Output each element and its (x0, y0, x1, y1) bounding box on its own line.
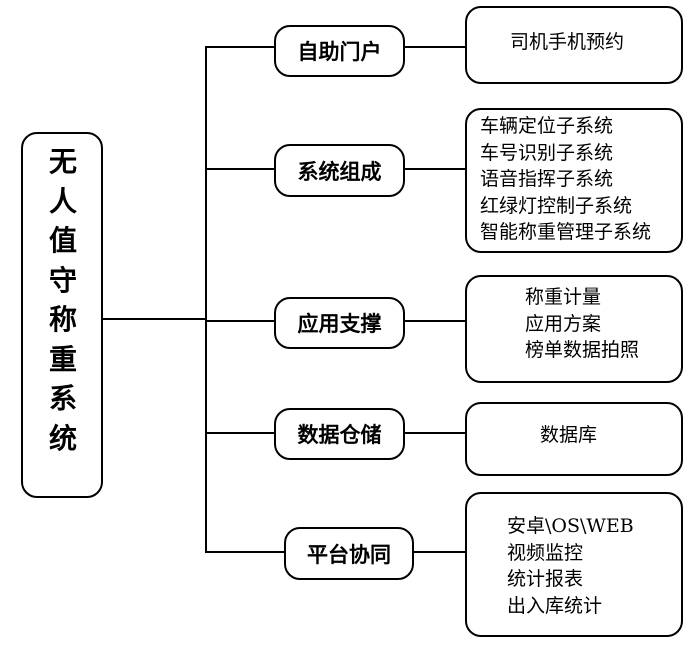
root-title-char: 系 (48, 382, 77, 415)
leaf-connector-3 (404, 320, 466, 322)
leaf-item: 数据库 (540, 424, 598, 446)
branch-label: 自助门户 (297, 39, 382, 64)
root-title-char: 守 (48, 263, 77, 297)
branch-label: 数据仓储 (297, 422, 382, 447)
branch-node-data-storage: 数据仓储 (274, 408, 405, 460)
leaf-item: 统计报表 (507, 568, 584, 590)
branch-node-self-service: 自助门户 (274, 25, 405, 77)
leaf-item: 车辆定位子系统 (480, 115, 614, 137)
leaf-item: 语音指挥子系统 (480, 168, 614, 190)
leaf-item: 安卓\OS\WEB (507, 515, 634, 537)
leaf-connector-1 (404, 46, 466, 48)
leaf-item: 智能称重管理子系统 (480, 221, 652, 243)
branch-connector-3 (205, 320, 275, 322)
branch-connector-5 (205, 551, 285, 553)
leaf-item: 车号识别子系统 (480, 141, 614, 164)
branch-node-platform-collaboration: 平台协同 (284, 527, 414, 580)
branch-connector-2 (205, 168, 275, 170)
leaf-item: 视频监控 (507, 541, 584, 564)
leaf-node-system-composition: 车辆定位子系统 车号识别子系统 语音指挥子系统 红绿灯控制子系统 智能称重管理子… (465, 108, 683, 253)
leaf-node-data-storage: 数据库 (465, 402, 683, 476)
leaf-node-platform-collaboration: 安卓\OS\WEB 视频监控 统计报表 出入库统计 (465, 492, 683, 637)
leaf-connector-2 (404, 168, 466, 170)
leaf-item: 出入库统计 (507, 594, 603, 617)
leaf-item: 应用方案 (525, 312, 602, 335)
leaf-item: 红绿灯控制子系统 (480, 194, 633, 217)
root-title-char: 称 (48, 303, 77, 336)
root-title-char: 无 (48, 145, 77, 178)
root-connector (101, 318, 206, 320)
leaf-node-self-service: 司机手机预约 (465, 6, 683, 84)
leaf-item: 司机手机预约 (510, 31, 625, 53)
leaf-item: 称重计量 (525, 286, 602, 308)
branch-node-system-composition: 系统组成 (274, 144, 405, 197)
branch-connector-1 (205, 46, 275, 48)
leaf-item: 榜单数据拍照 (525, 339, 640, 361)
branch-connector-4 (205, 432, 275, 434)
branch-label: 应用支撑 (297, 311, 382, 336)
root-title-char: 人 (48, 184, 77, 218)
trunk-line (205, 46, 207, 552)
root-node (21, 132, 103, 498)
branch-label: 系统组成 (297, 158, 382, 184)
branch-label: 平台协同 (307, 541, 391, 567)
root-title-char: 统 (48, 421, 77, 455)
leaf-node-application-support: 称重计量 应用方案 榜单数据拍照 (465, 275, 683, 383)
leaf-connector-5 (413, 551, 466, 553)
root-title: 无 人 值 守 称 重 系 统 (24, 142, 102, 458)
root-title-char: 值 (48, 224, 77, 257)
leaf-connector-4 (404, 432, 466, 434)
root-title-char: 重 (48, 342, 77, 376)
branch-node-application-support: 应用支撑 (274, 297, 405, 349)
